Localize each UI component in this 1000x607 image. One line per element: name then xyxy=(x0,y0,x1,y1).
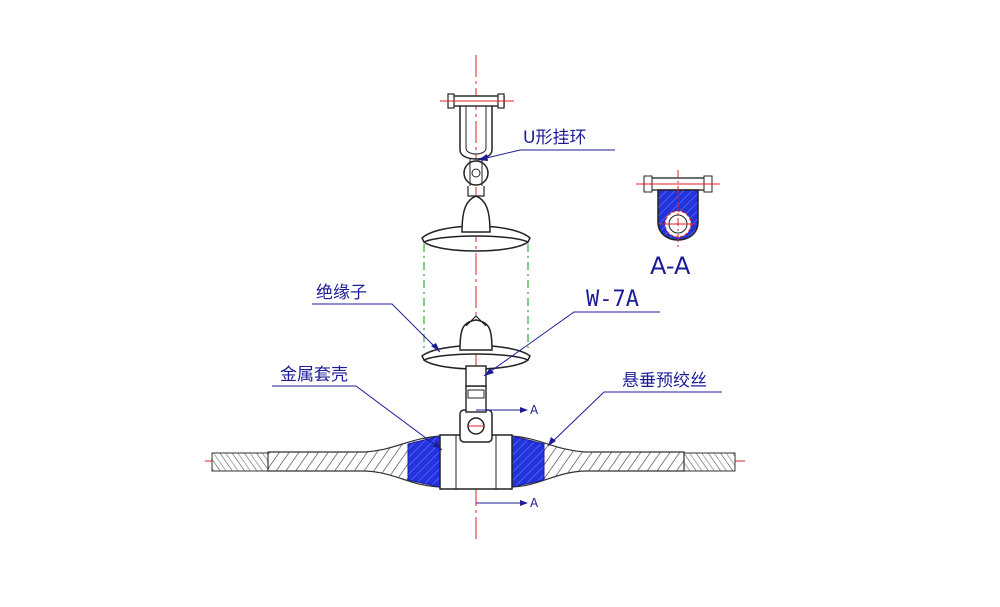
label-suspension-rods: 悬垂预绞丝 xyxy=(622,371,707,391)
conductor-cable xyxy=(211,452,736,472)
section-title: A-A xyxy=(650,252,691,280)
label-u-ring: U形挂环 xyxy=(523,128,586,148)
label-insulator: 绝缘子 xyxy=(316,283,367,303)
leader-arrowheads xyxy=(431,154,556,450)
label-model: W-7A xyxy=(586,287,639,312)
section-mark-top: A xyxy=(530,403,539,417)
insulator-upper xyxy=(421,195,531,252)
section-mark-bottom: A xyxy=(530,496,539,510)
label-metal-housing: 金属套壳 xyxy=(280,365,348,385)
u-shackle xyxy=(440,93,514,197)
metal-housing xyxy=(439,385,513,490)
leader-lines xyxy=(272,149,722,451)
insulator-lower xyxy=(421,315,531,387)
section-cut-markers xyxy=(476,407,528,506)
section-view-a-a xyxy=(636,170,720,250)
insulator-string-outline xyxy=(423,244,529,352)
